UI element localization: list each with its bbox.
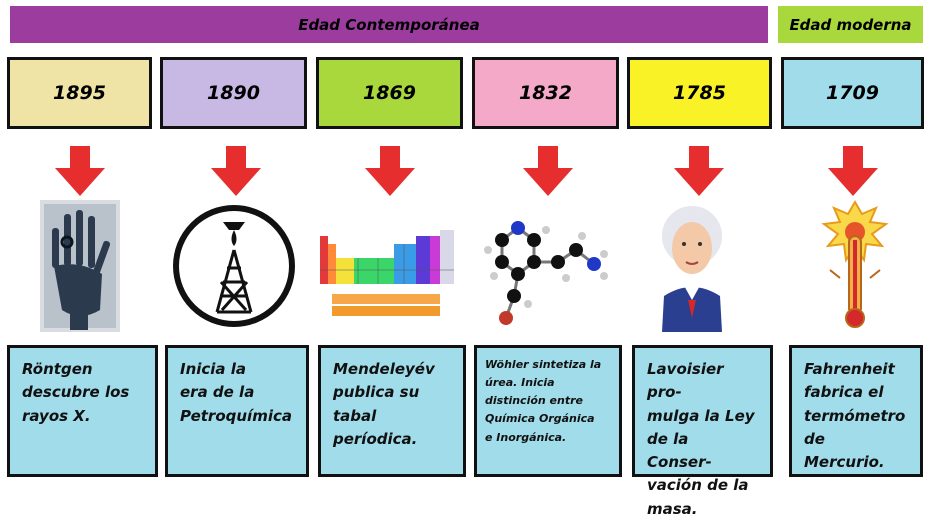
arrow-down-icon: [523, 146, 573, 196]
year-box-1832: 1832: [472, 57, 619, 129]
event-desc-1895: Röntgen descubre los rayos X.: [7, 345, 158, 477]
era-moderna-bar: Edad moderna: [778, 6, 923, 43]
event-desc-1869: Mendeleyév publica su tabal períodica.: [318, 345, 466, 477]
year-box-1785: 1785: [627, 57, 772, 129]
event-desc-1890: Inicia la era de la Petroquímica: [165, 345, 309, 477]
year-label: 1709: [826, 82, 879, 104]
arrow-down-icon: [365, 146, 415, 196]
event-desc-1709: Fahrenheit fabrica el termómetro de Merc…: [789, 345, 923, 477]
year-label: 1895: [53, 82, 106, 104]
event-desc-1785: Lavoisier pro- mulga la Ley de la Conser…: [632, 345, 773, 518]
arrow-down-icon: [674, 146, 724, 196]
arrow-down-icon: [55, 146, 105, 196]
year-box-1869: 1869: [316, 57, 463, 129]
arrow-down-icon: [211, 146, 261, 196]
era-contemporanea-bar: Edad Contemporánea: [10, 6, 768, 43]
year-box-1895: 1895: [7, 57, 152, 129]
year-label: 1832: [519, 82, 572, 104]
oil-derrick-icon: [173, 205, 295, 327]
year-box-1890: 1890: [160, 57, 307, 129]
era-moderna-label: Edad moderna: [789, 15, 912, 34]
x-ray-hand-icon: [40, 200, 120, 332]
lavoisier-portrait-icon: [662, 206, 722, 332]
year-box-1709: 1709: [781, 57, 924, 129]
year-label: 1785: [673, 82, 726, 104]
periodic-table-icon: [320, 230, 454, 316]
arrow-down-icon: [828, 146, 878, 196]
year-label: 1890: [207, 82, 260, 104]
era-contemporanea-label: Edad Contemporánea: [298, 15, 480, 34]
thermometer-icon: [821, 200, 889, 328]
urea-molecule-icon: [484, 221, 608, 325]
event-desc-1832: Wöhler sintetiza la úrea. Inicia distinc…: [474, 345, 622, 477]
year-label: 1869: [363, 82, 416, 104]
